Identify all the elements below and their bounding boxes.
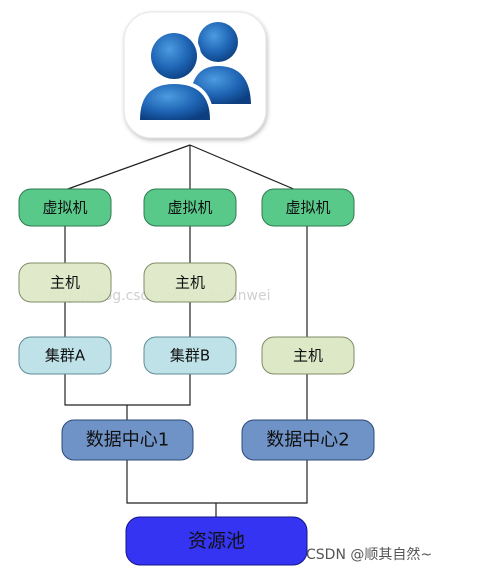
resource-pool-label: 资源池 <box>188 530 245 552</box>
connector-clusters-dc1 <box>64 373 191 406</box>
datacenter-1-node: 数据中心1 <box>61 419 194 461</box>
vm-node-2-label: 虚拟机 <box>167 199 212 217</box>
host-node-2: 主机 <box>143 262 237 303</box>
connector-dcs-pool <box>126 459 308 504</box>
host-node-3: 主机 <box>261 336 355 375</box>
users-icon <box>123 11 267 139</box>
datacenter-1-label: 数据中心1 <box>86 430 169 451</box>
host-node-2-label: 主机 <box>175 274 205 292</box>
vm-node-3-label: 虚拟机 <box>285 199 330 217</box>
connector-user-vm3 <box>189 144 297 191</box>
vm-node-2: 虚拟机 <box>143 188 237 227</box>
datacenter-2-label: 数据中心2 <box>266 430 349 451</box>
csdn-credit: CSDN @顺其自然~ <box>306 546 432 563</box>
cluster-a-node: 集群A <box>18 336 112 375</box>
vm-node-1: 虚拟机 <box>18 188 112 227</box>
connector-user-vm1 <box>64 144 191 191</box>
cluster-a-label: 集群A <box>45 347 86 365</box>
host-node-3-label: 主机 <box>293 347 323 365</box>
connectors <box>64 144 308 518</box>
cluster-b-label: 集群B <box>170 347 210 365</box>
host-node-1: 主机 <box>18 262 112 303</box>
host-node-1-label: 主机 <box>50 274 80 292</box>
vm-node-3: 虚拟机 <box>261 188 355 227</box>
resource-pool-node: 资源池 <box>125 516 308 566</box>
cluster-b-node: 集群B <box>143 336 237 375</box>
vm-node-1-label: 虚拟机 <box>42 199 87 217</box>
datacenter-2-node: 数据中心2 <box>241 419 375 461</box>
